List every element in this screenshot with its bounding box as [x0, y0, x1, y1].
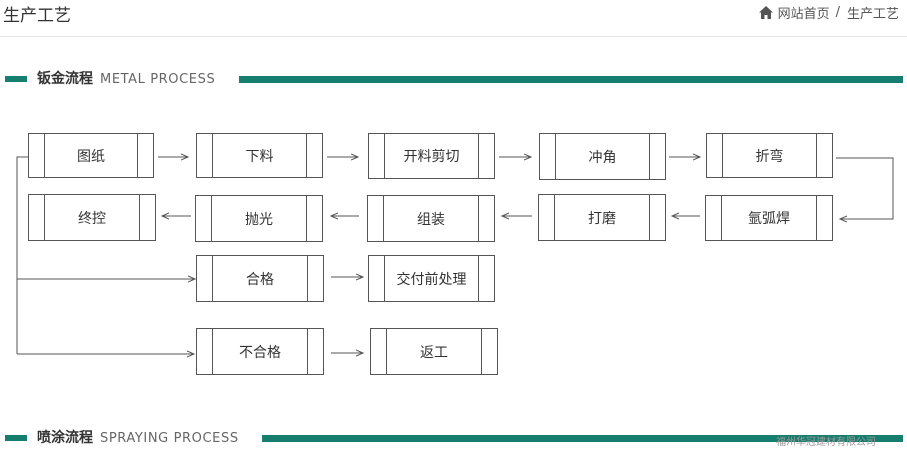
step-box-kailiao: 开料剪切: [368, 133, 495, 179]
step-box-tuzhi: 图纸: [28, 133, 154, 178]
section-left-bar: [5, 435, 27, 441]
step-label: 合格: [246, 271, 274, 288]
breadcrumb-current: 生产工艺: [846, 7, 899, 22]
step-box-damo: 打磨: [538, 194, 666, 241]
connector-tuzhi-branch: [16, 156, 28, 354]
section-title-cn: 喷涂流程: [37, 430, 93, 446]
step-label: 氩弧焊: [748, 211, 790, 227]
page-header: 生产工艺 网站首页 / 生产工艺: [0, 0, 907, 37]
step-label: 抛光: [245, 211, 273, 228]
breadcrumb-separator: /: [835, 5, 840, 20]
step-box-xialiao: 下料: [196, 133, 323, 178]
step-label: 终控: [78, 210, 106, 227]
step-box-hege: 合格: [196, 255, 324, 302]
step-label: 折弯: [755, 148, 784, 165]
section-title: 喷涂流程 SPRAYING PROCESS: [37, 427, 239, 447]
breadcrumb: 网站首页 / 生产工艺: [758, 3, 899, 22]
step-box-zhongkong: 终控: [28, 194, 156, 241]
section-title-en: METAL PROCESS: [100, 72, 216, 87]
section-heading-spraying: 喷涂流程 SPRAYING PROCESS: [0, 427, 907, 449]
breadcrumb-home-link[interactable]: 网站首页: [777, 7, 830, 22]
step-label: 返工: [420, 344, 448, 361]
step-label: 组装: [417, 211, 445, 228]
step-box-jiaofu: 交付前处理: [368, 255, 495, 302]
step-label: 开料剪切: [403, 149, 460, 165]
company-watermark: 福州华冠建材有限公司: [776, 437, 876, 448]
step-label: 冲角: [588, 149, 617, 166]
step-box-chongjiao: 冲角: [539, 133, 666, 180]
section-heading-metal: 钣金流程 METAL PROCESS: [0, 68, 907, 90]
step-label: 不合格: [239, 344, 281, 361]
step-box-yahuhan: 氩弧焊: [705, 195, 833, 241]
step-box-paoguang: 抛光: [195, 195, 323, 242]
home-icon[interactable]: [758, 6, 773, 19]
step-label: 交付前处理: [396, 271, 467, 288]
arrow-zhewan-to-yahuhan: [836, 157, 894, 219]
section-title: 钣金流程 METAL PROCESS: [37, 68, 215, 88]
page-title: 生产工艺: [3, 6, 71, 26]
section-title-en: SPRAYING PROCESS: [100, 431, 239, 446]
section-title-cn: 钣金流程: [37, 71, 93, 87]
step-box-buhege: 不合格: [196, 328, 324, 375]
step-box-fangong: 返工: [370, 328, 498, 375]
step-box-zhewan: 折弯: [706, 133, 833, 178]
step-label: 打磨: [588, 210, 616, 227]
step-label: 下料: [245, 148, 274, 165]
step-label: 图纸: [77, 148, 105, 165]
section-right-bar: [262, 435, 903, 442]
section-right-bar: [239, 76, 903, 83]
section-left-bar: [5, 76, 27, 82]
step-box-zuzhuang: 组装: [367, 195, 495, 242]
